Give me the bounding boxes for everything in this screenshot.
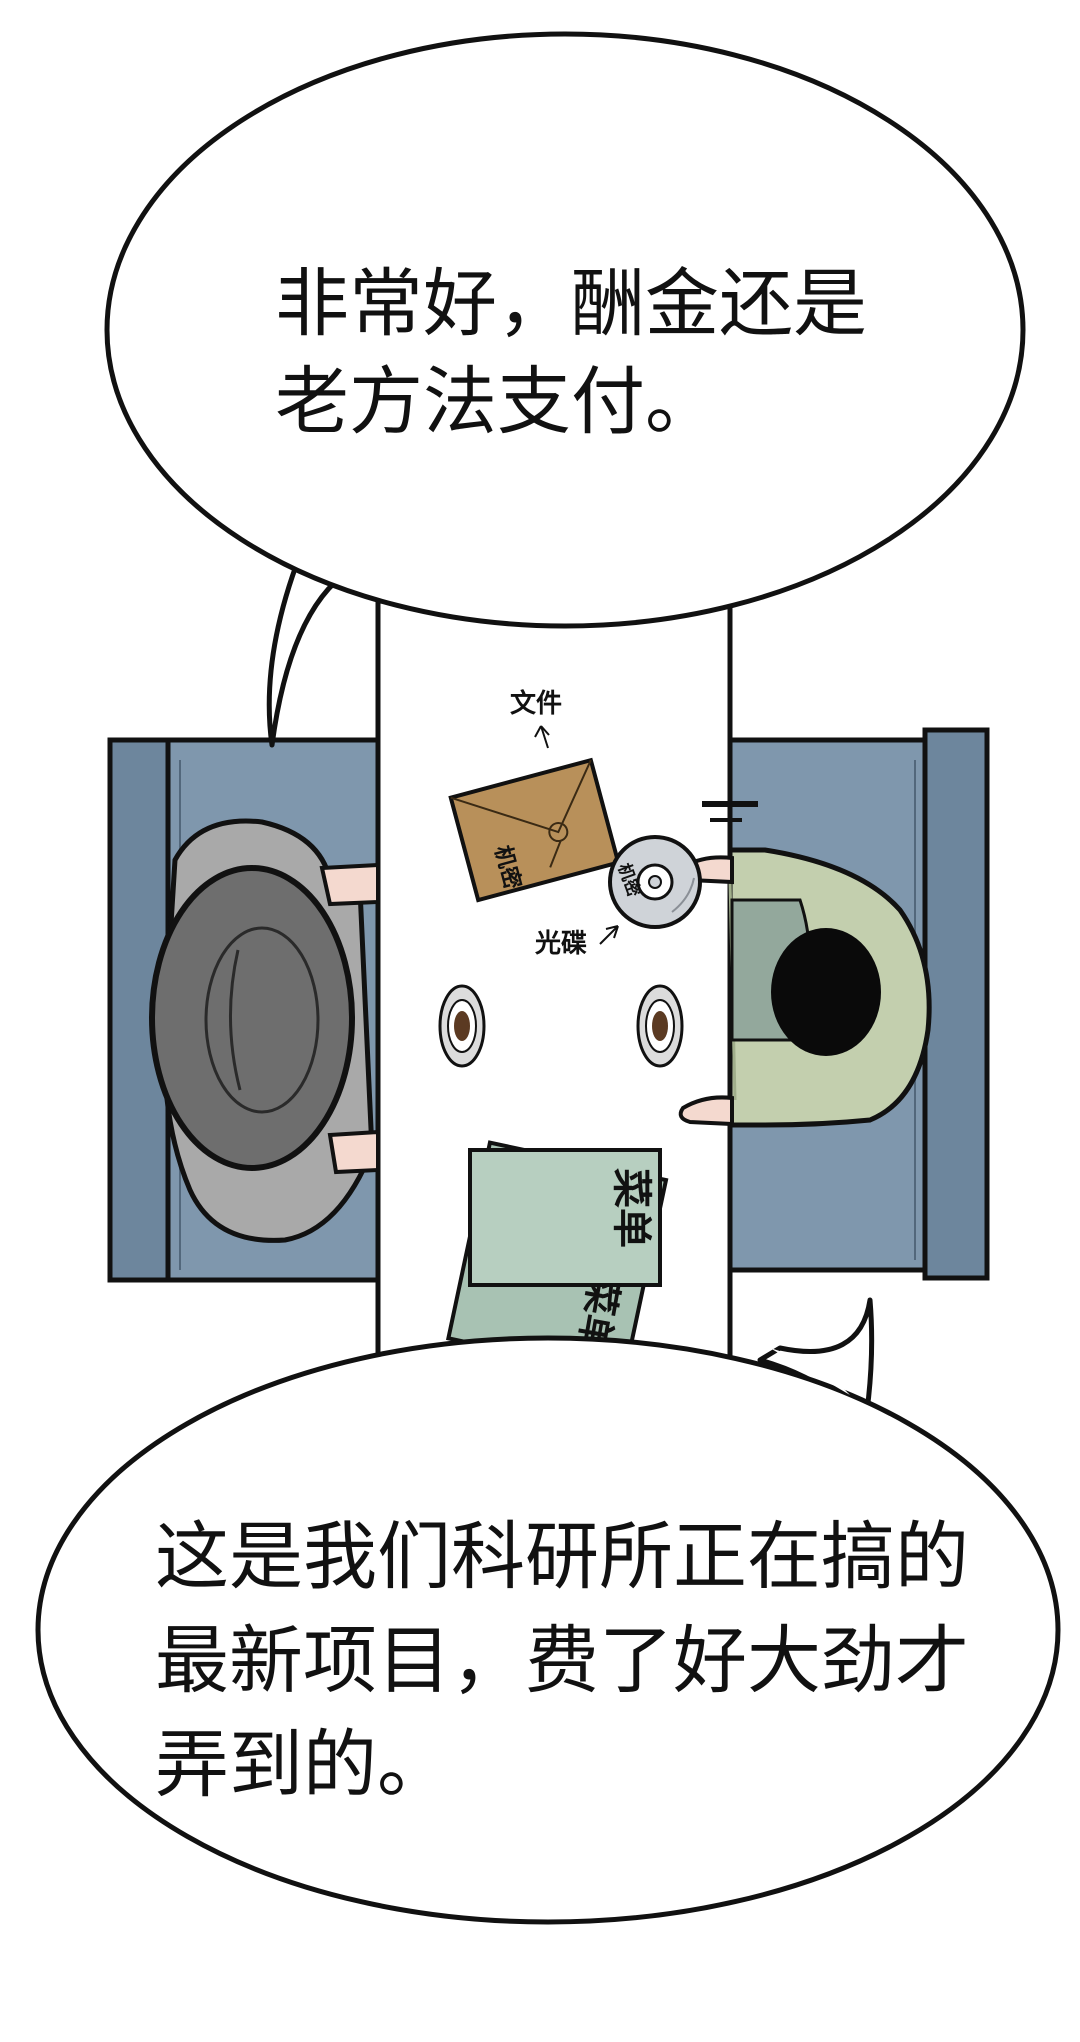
man-in-hat [149, 818, 380, 1243]
document-label: 文件 [510, 688, 562, 719]
speech-text-bottom: 这是我们科研所正在搞的 最新项目，费了好大劲才 弄到的。 [155, 1505, 969, 1817]
secret-envelope: 机密 [448, 757, 621, 903]
disc-label: 光碟 [534, 929, 587, 959]
speech-bubble-bottom [35, 1297, 1061, 1925]
man-in-sweater [678, 801, 932, 1128]
secret-disc: 机密 [608, 835, 702, 929]
speech-bubble-top [104, 31, 1026, 748]
document-arrow [534, 725, 550, 749]
speech-bottom-line-2: 最新项目，费了好大劲才 [155, 1618, 969, 1704]
menu-front-label: 菜单 [608, 1168, 654, 1248]
speech-top-line-2: 老方法支付。 [275, 359, 719, 445]
coffee-cup-left [438, 984, 486, 1068]
speech-top-line-1: 非常好，酬金还是 [275, 261, 867, 347]
speech-bottom-line-1: 这是我们科研所正在搞的 [155, 1514, 969, 1600]
menu-front: 菜单 [468, 1148, 662, 1287]
speech-bottom-line-3: 弄到的。 [155, 1722, 451, 1808]
disc-arrow [599, 925, 619, 945]
coffee-cup-right [636, 984, 684, 1068]
speech-text-top: 非常好，酬金还是 老方法支付。 [275, 255, 867, 451]
